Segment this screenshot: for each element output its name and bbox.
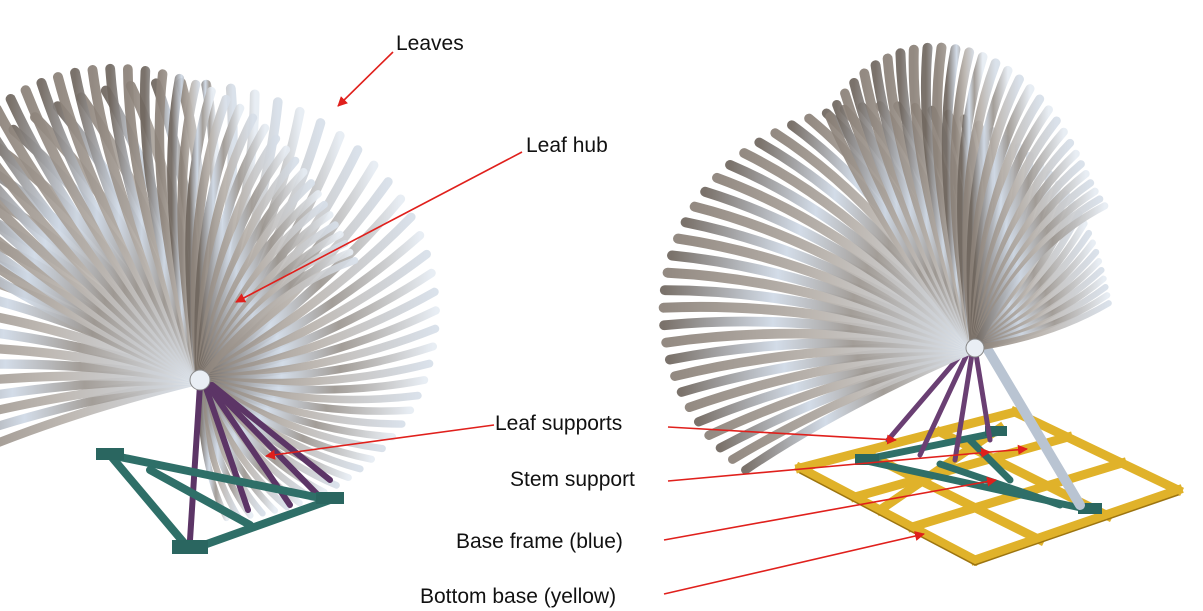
left-sculpture-render — [0, 69, 436, 554]
labels: Leaves Leaf hub Leaf supports Stem suppo… — [396, 32, 635, 608]
label-bottom-base: Bottom base (yellow) — [420, 585, 616, 608]
left-leaf-hub — [190, 370, 210, 390]
label-leaf-hub: Leaf hub — [526, 134, 608, 157]
right-sculpture-render — [664, 48, 1178, 565]
bottom-base-arrow — [664, 534, 924, 594]
label-stem-support: Stem support — [510, 468, 635, 491]
label-leaves: Leaves — [396, 32, 464, 55]
leaves-arrow — [338, 52, 393, 106]
label-base-frame: Base frame (blue) — [456, 530, 623, 553]
right-leaf-hub — [966, 339, 984, 357]
label-leaf-supports: Leaf supports — [495, 412, 622, 435]
right-leaves — [664, 48, 1109, 470]
left-leaves — [0, 69, 436, 518]
